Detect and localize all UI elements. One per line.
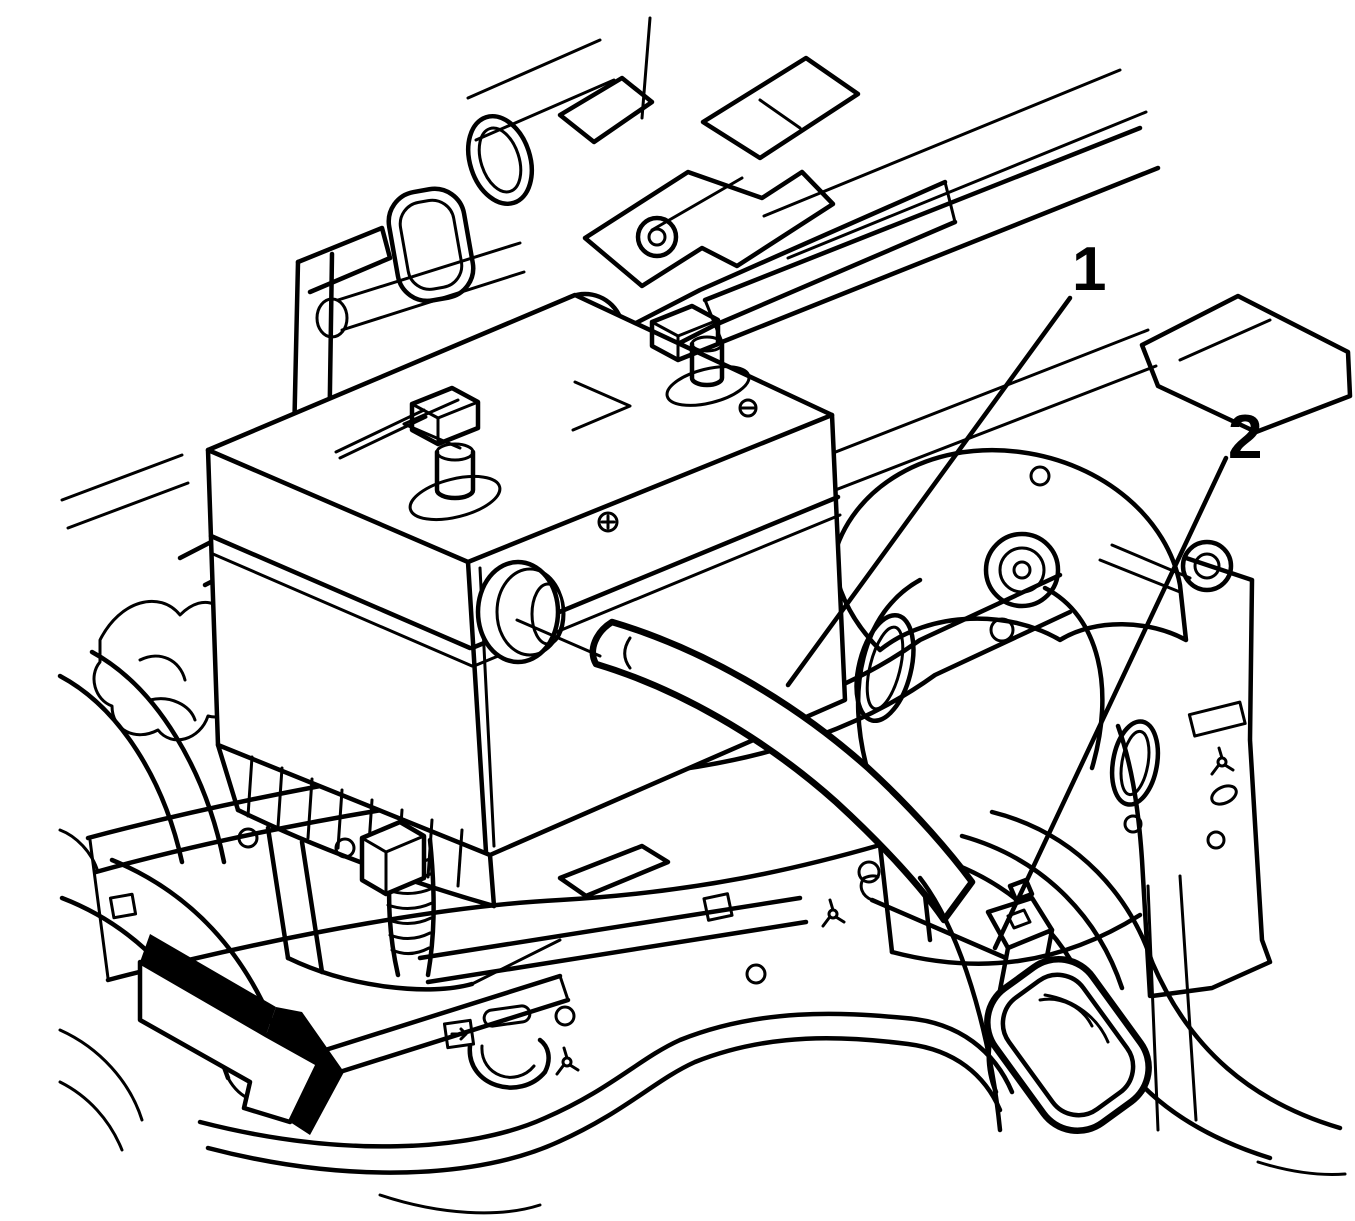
battery-terminal-left	[334, 385, 502, 522]
callout-2-leader	[859, 455, 1229, 961]
strut-tower	[830, 447, 1234, 775]
callout-1-leader	[785, 295, 1073, 688]
callout-2-label: 2	[1228, 403, 1262, 472]
weld-stud-symbol	[555, 1046, 580, 1076]
front-direction-arrow-icon	[137, 934, 344, 1135]
battery	[205, 292, 848, 858]
weld-stud-symbol	[1210, 746, 1235, 776]
battery-tray	[215, 742, 671, 992]
battery-cable-boss	[475, 559, 566, 665]
right-body-panel	[1098, 543, 1273, 999]
callout-1-label: 1	[1072, 235, 1106, 304]
weld-stud-symbol	[821, 898, 846, 928]
battery-terminal-right	[649, 303, 751, 407]
negative-battery-cable	[515, 618, 976, 924]
horn-bell	[984, 956, 1152, 1134]
left-wheel-arch	[57, 453, 248, 874]
horn-assembly	[917, 875, 1152, 1134]
